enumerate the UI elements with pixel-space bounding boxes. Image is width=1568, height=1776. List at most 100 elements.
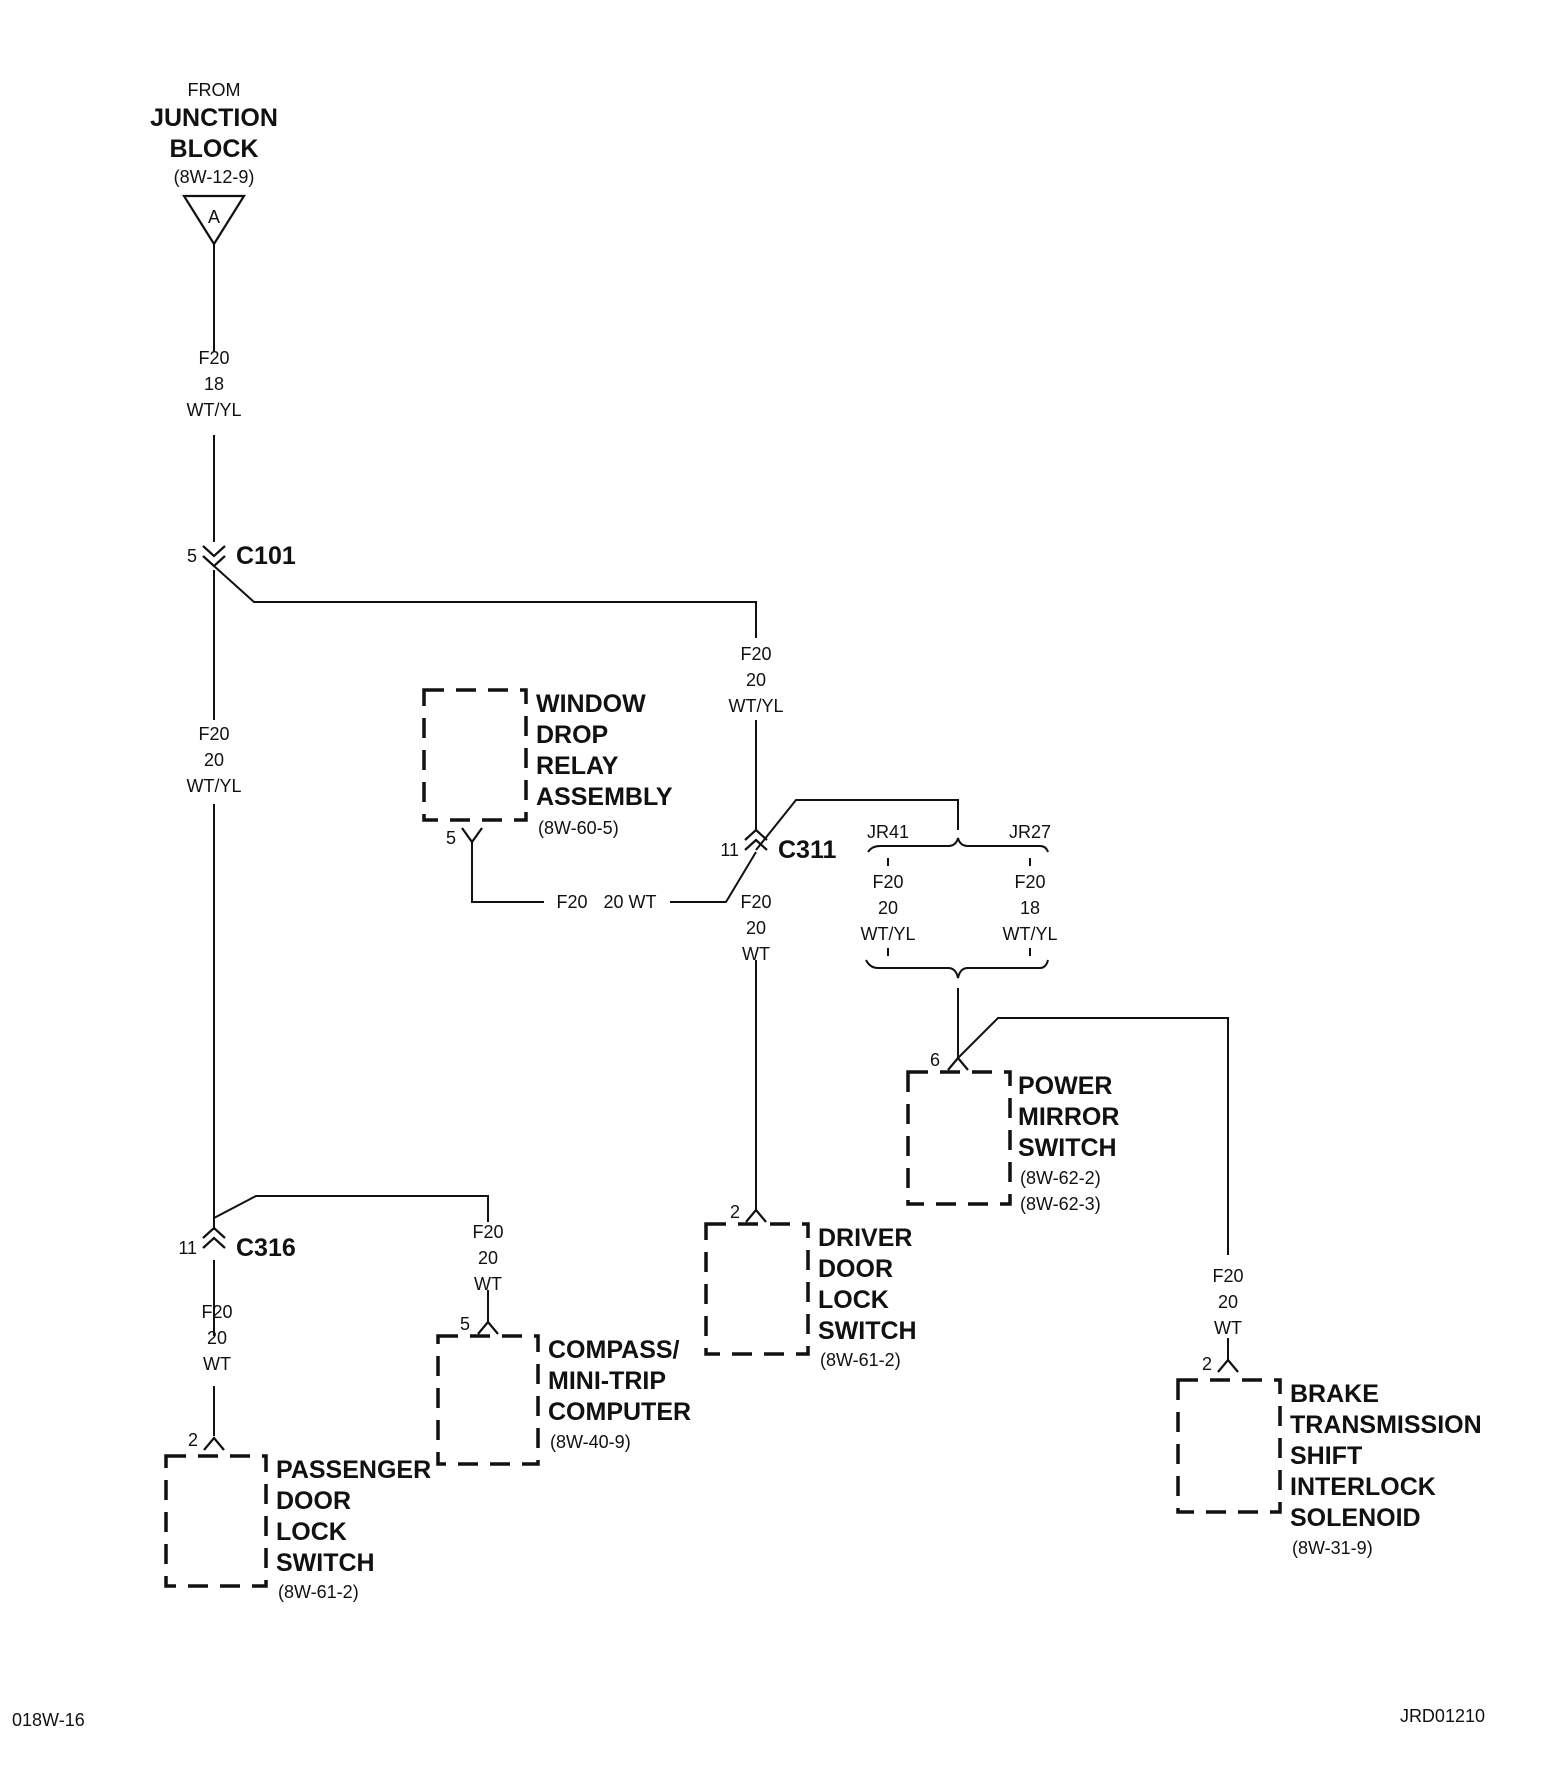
pin-number: 5 <box>446 828 456 848</box>
wire-label-jr27: F20 18 WT/YL <box>1002 872 1057 944</box>
wire-label-jr41: F20 20 WT/YL <box>860 872 915 944</box>
component-compass-computer: 5 COMPASS/ MINI-TRIP COMPUTER (8W-40-9) <box>436 1314 691 1466</box>
component-name-line: MIRROR <box>1018 1103 1119 1131</box>
source-connector-letter: A <box>208 207 220 227</box>
splice-label-jr41: JR41 <box>867 822 909 842</box>
pin-number: 2 <box>730 1202 740 1222</box>
footer-page-code: 018W-16 <box>12 1710 85 1730</box>
component-box <box>436 1334 540 1466</box>
component-ref: (8W-60-5) <box>538 818 619 838</box>
wire-c311-to-splice <box>755 799 959 851</box>
component-name-line: RELAY <box>536 752 619 780</box>
component-passenger-door-lock-switch: 2 PASSENGER DOOR LOCK SWITCH (8W-61-2) <box>164 1430 431 1602</box>
component-box <box>422 688 528 822</box>
component-name-line: SWITCH <box>1018 1134 1117 1162</box>
component-ref: (8W-40-9) <box>550 1432 631 1452</box>
wire-circuit: F20 <box>872 872 903 892</box>
footer-figure-code: JRD01210 <box>1400 1706 1485 1726</box>
wire-gauge: 20 <box>878 898 898 918</box>
wire-window-relay-right <box>670 851 757 903</box>
source-name-line-2: BLOCK <box>170 135 259 163</box>
wire-label-main-mid: F20 20 WT/YL <box>186 724 241 796</box>
component-name-line: SHIFT <box>1290 1442 1362 1470</box>
wire-circuit: F20 <box>556 892 587 912</box>
source-from-label: FROM <box>188 80 241 100</box>
component-name-line: POWER <box>1018 1072 1112 1100</box>
connector-name: C101 <box>236 542 296 570</box>
splice-top-brace <box>867 837 1049 853</box>
component-name-line: TRANSMISSION <box>1290 1411 1482 1439</box>
component-name-line: DOOR <box>276 1487 351 1515</box>
component-box <box>164 1454 268 1588</box>
wire-gauge: 18 <box>1020 898 1040 918</box>
wire-label-driver-door: F20 20 WT <box>740 892 771 964</box>
wire-gauge: 20 <box>478 1248 498 1268</box>
inline-connector-icon <box>744 828 768 851</box>
inline-connector-icon <box>202 1226 226 1249</box>
source-name-line-1: JUNCTION <box>150 104 278 132</box>
wire-gauge: 20 <box>207 1328 227 1348</box>
component-name-line: SOLENOID <box>1290 1504 1421 1532</box>
wire-paths <box>213 244 1229 1436</box>
component-name-line: DRIVER <box>818 1224 912 1252</box>
splice-bottom-brace <box>865 959 1049 979</box>
wire-label-brake-interlock: F20 20 WT <box>1212 1266 1243 1338</box>
wire-color: WT <box>474 1274 502 1294</box>
component-name-line: MINI-TRIP <box>548 1367 666 1395</box>
wire-label-main-top: F20 18 WT/YL <box>186 348 241 420</box>
pin-number: 2 <box>188 1430 198 1450</box>
wire-circuit: F20 <box>198 724 229 744</box>
component-box <box>704 1222 810 1356</box>
wire-color: WT/YL <box>728 696 783 716</box>
wire-gauge: 18 <box>204 374 224 394</box>
component-ref: (8W-61-2) <box>278 1582 359 1602</box>
wire-color: WT/YL <box>186 776 241 796</box>
wire-circuit: F20 <box>1014 872 1045 892</box>
wire-gauge: 20 <box>746 918 766 938</box>
wire-mirror-to-brake <box>957 1017 1229 1255</box>
wire-circuit: F20 <box>201 1302 232 1322</box>
component-name-line: PASSENGER <box>276 1456 431 1484</box>
component-name-line: INTERLOCK <box>1290 1473 1436 1501</box>
component-name-line: COMPASS/ <box>548 1336 680 1364</box>
connector-pin: 11 <box>178 1238 197 1258</box>
wire-color: WT <box>203 1354 231 1374</box>
wire-color: WT <box>1214 1318 1242 1338</box>
component-ref: (8W-62-2) <box>1020 1168 1101 1188</box>
splice-jr41-jr27: JR41 JR27 <box>865 822 1051 979</box>
connector-name: C311 <box>778 836 836 864</box>
pin-number: 5 <box>460 1314 470 1334</box>
wire-gauge: 20 <box>746 670 766 690</box>
wire-gauge: 20 <box>1218 1292 1238 1312</box>
wire-c316-to-compass <box>213 1195 489 1222</box>
component-ref: (8W-31-9) <box>1292 1538 1373 1558</box>
component-name-line: COMPUTER <box>548 1398 691 1426</box>
wire-circuit: F20 <box>1212 1266 1243 1286</box>
pin-connector-icon <box>745 1208 767 1223</box>
connector-c311: 11 C311 <box>720 828 836 864</box>
connector-pin: 5 <box>187 546 197 566</box>
wire-circuit: F20 <box>472 1222 503 1242</box>
wire-color: WT <box>742 944 770 964</box>
inline-connector-icon <box>202 545 226 568</box>
wire-gauge: 20 <box>204 750 224 770</box>
component-box <box>1176 1378 1282 1514</box>
component-name-line: LOCK <box>818 1286 889 1314</box>
pin-number: 6 <box>930 1050 940 1070</box>
wire-label-compass: F20 20 WT <box>472 1222 503 1294</box>
pin-connector-icon <box>461 827 483 844</box>
component-brake-shift-interlock: 2 BRAKE TRANSMISSION SHIFT INTERLOCK SOL… <box>1176 1354 1482 1558</box>
wire-label-passenger-door: F20 20 WT <box>201 1302 232 1374</box>
wire-label-branch-c311: F20 20 WT/YL <box>728 644 783 716</box>
component-window-drop-relay: 5 WINDOW DROP RELAY ASSEMBLY (8W-60-5) <box>422 688 673 848</box>
wire-circuit: F20 <box>740 644 771 664</box>
wire-circuit: F20 <box>198 348 229 368</box>
junction-block-connector-icon <box>182 194 246 247</box>
component-name-line: DROP <box>536 721 608 749</box>
component-name-line: DOOR <box>818 1255 893 1283</box>
pin-connector-icon <box>203 1436 225 1451</box>
source-ref: (8W-12-9) <box>174 167 255 187</box>
component-name-line: LOCK <box>276 1518 347 1546</box>
wire-gauge-color: 20 WT <box>603 892 656 912</box>
